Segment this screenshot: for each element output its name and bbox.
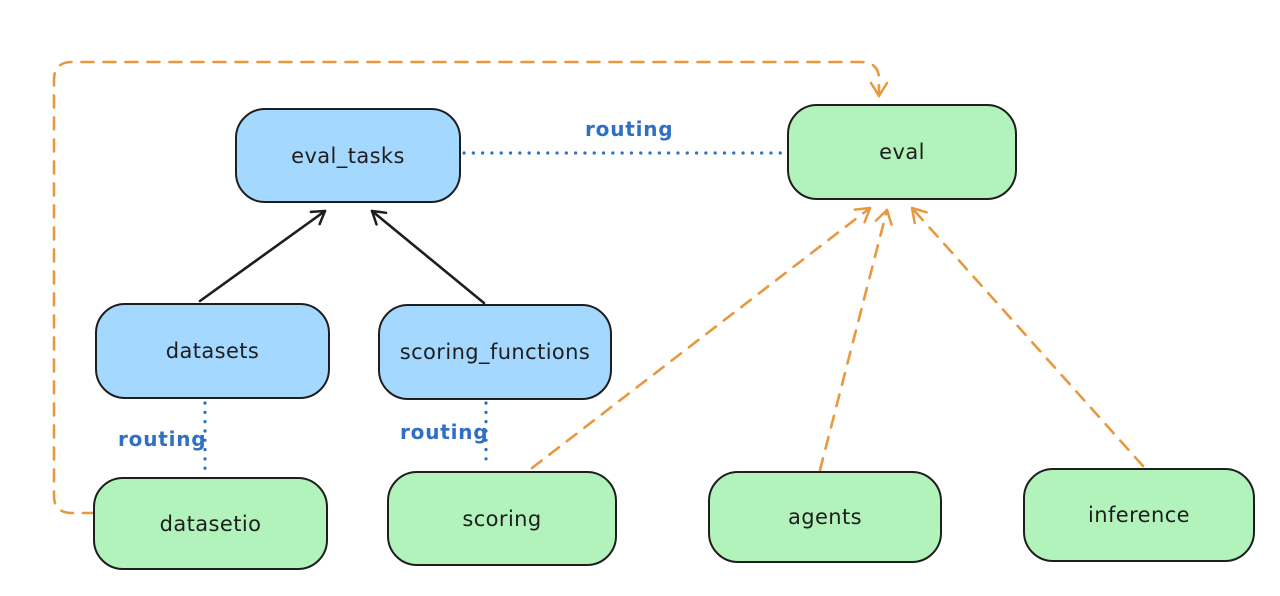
node-scoring-functions: scoring_functions <box>378 304 612 400</box>
node-scoring-functions-label: scoring_functions <box>399 340 591 364</box>
node-datasetio-label: datasetio <box>159 511 262 536</box>
edge-scoring-functions-to-eval-tasks <box>370 209 486 305</box>
node-eval-tasks-label: eval_tasks <box>291 143 405 168</box>
node-eval: eval <box>787 104 1017 200</box>
node-datasets-label: datasets <box>165 339 260 363</box>
node-eval-tasks: eval_tasks <box>235 108 461 203</box>
node-inference: inference <box>1023 468 1255 562</box>
node-scoring: scoring <box>387 471 617 566</box>
node-agents: agents <box>708 471 942 563</box>
node-scoring-label: scoring <box>462 506 542 531</box>
node-datasets: datasets <box>95 303 330 399</box>
node-agents-label: agents <box>787 505 862 529</box>
edge-label-routing-top: routing <box>585 117 674 141</box>
node-eval-label: eval <box>879 140 925 164</box>
edge-inference-to-eval <box>910 206 1145 468</box>
edge-agents-to-eval <box>818 208 893 472</box>
edge-datasets-to-eval-tasks <box>198 209 327 303</box>
node-inference-label: inference <box>1088 503 1190 527</box>
node-datasetio: datasetio <box>93 477 328 570</box>
edge-label-routing-left: routing <box>118 427 207 451</box>
edge-label-routing-middle: routing <box>400 420 489 444</box>
